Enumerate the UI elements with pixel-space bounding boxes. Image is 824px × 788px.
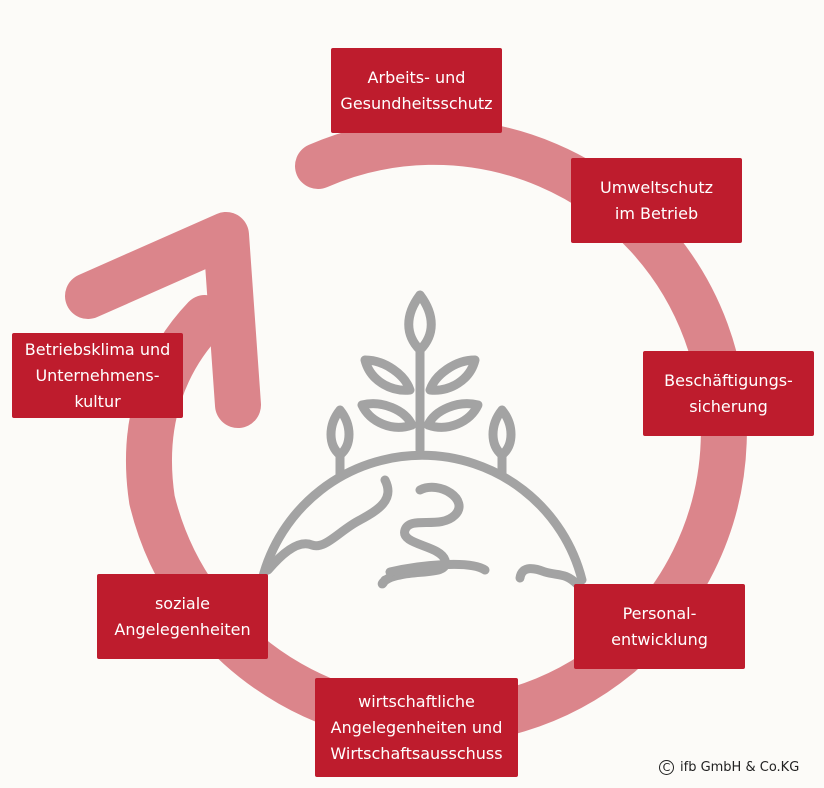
copyright-notice: C ifb GmbH & Co.KG — [659, 760, 799, 775]
topic-umweltschutz: Umweltschutz im Betrieb — [571, 158, 742, 243]
topic-arbeitsschutz: Arbeits- und Gesundheitsschutz — [331, 48, 502, 133]
topic-betriebsklima: Betriebsklima und Unternehmens- kultur — [12, 333, 183, 418]
copyright-text: ifb GmbH & Co.KG — [680, 760, 800, 775]
topic-personalentwicklung: Personal- entwicklung — [574, 584, 745, 669]
copyright-icon: C — [659, 760, 674, 775]
topic-soziale-angelegenheiten: soziale Angelegenheiten — [97, 574, 268, 659]
topic-beschaeftigungssicherung: Beschäftigungs- sicherung — [643, 351, 814, 436]
topic-wirtschaftliche-angelegenheiten: wirtschaftliche Angelegenheiten und Wirt… — [315, 678, 518, 777]
globe-with-plant-icon — [257, 290, 587, 590]
